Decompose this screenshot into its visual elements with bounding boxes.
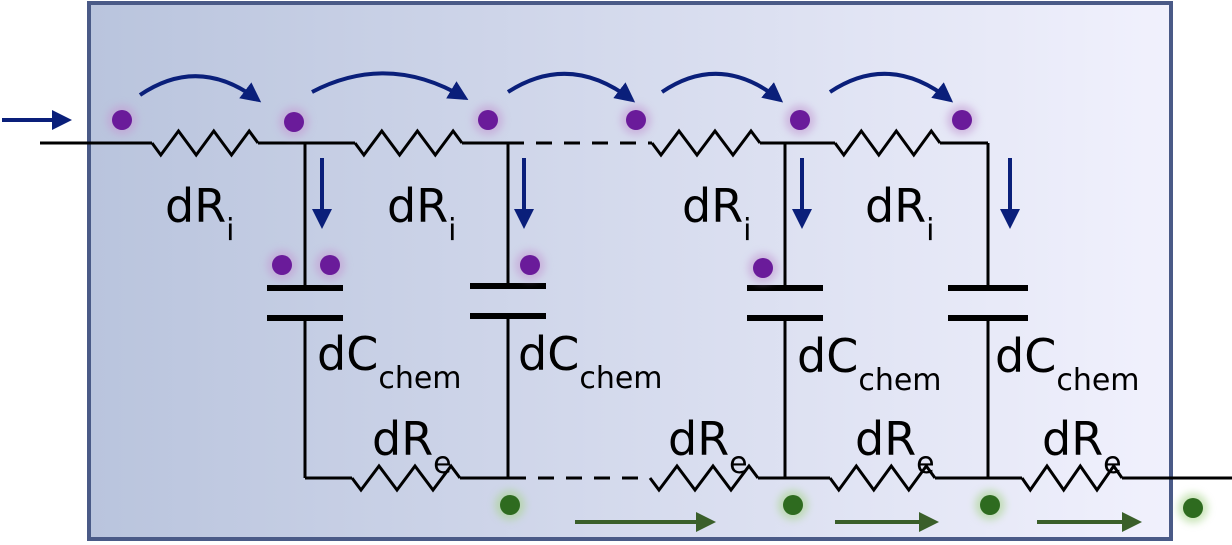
ion-dot bbox=[952, 110, 972, 130]
ionic-resistor-label-sub: i bbox=[448, 213, 456, 248]
ionic-resistor-label-main: dR bbox=[165, 179, 226, 233]
electronic-resistor-label-sub: e bbox=[916, 446, 934, 481]
ionic-resistor-4 bbox=[833, 128, 942, 158]
electronic-resistor-label-sub: e bbox=[433, 446, 451, 481]
electronic-resistor-label: dRe bbox=[372, 412, 452, 481]
ion-down-arrows bbox=[312, 158, 1020, 229]
capacitor-label-sub: chem bbox=[378, 361, 461, 396]
electronic-resistor-label-main: dR bbox=[668, 412, 729, 466]
background-panel bbox=[87, 1, 1173, 541]
ion-dot bbox=[272, 255, 292, 275]
ion-dot bbox=[520, 255, 540, 275]
electronic-resistor-1 bbox=[350, 463, 462, 493]
electronic-resistor-2 bbox=[648, 463, 760, 493]
ion-dot bbox=[112, 110, 132, 130]
capacitor-label-main: dC bbox=[317, 327, 378, 381]
ionic-resistor-label-sub: i bbox=[226, 213, 234, 248]
ion-dot bbox=[790, 110, 810, 130]
capacitor-label: dCchem bbox=[317, 327, 462, 396]
electronic-resistor-label: dRe bbox=[855, 412, 935, 481]
ion-hop-arrow bbox=[311, 71, 469, 101]
electronic-resistor-3 bbox=[828, 463, 937, 493]
ion-hop-arrows bbox=[138, 71, 954, 103]
ion-dot bbox=[320, 255, 340, 275]
ionic-resistor-3 bbox=[650, 128, 762, 158]
capacitor-label: dCchem bbox=[518, 327, 663, 396]
electronic-resistor-4 bbox=[1020, 463, 1124, 493]
ionic-resistor-label-sub: i bbox=[926, 213, 934, 248]
capacitor-label-sub: chem bbox=[858, 363, 941, 398]
electron-dot bbox=[980, 495, 1000, 515]
electronic-resistor-label-main: dR bbox=[372, 412, 433, 466]
electronic-resistor-label-main: dR bbox=[855, 412, 916, 466]
ionic-resistor-label: dRi bbox=[387, 179, 457, 248]
electron-dot bbox=[1183, 498, 1203, 518]
electronic-resistor-label-sub: e bbox=[729, 446, 747, 481]
electron-dot bbox=[783, 495, 803, 515]
particle-dots bbox=[107, 105, 1208, 523]
capacitor-label-main: dC bbox=[995, 329, 1056, 383]
ion-hop-arrow bbox=[506, 71, 636, 103]
capacitor-label: dCchem bbox=[797, 329, 942, 398]
ion-dot bbox=[626, 110, 646, 130]
ionic-resistor-label-main: dR bbox=[387, 179, 448, 233]
capacitor-label-main: dC bbox=[518, 327, 579, 381]
ion-dot bbox=[284, 112, 304, 132]
ionic-resistor-label: dRi bbox=[865, 179, 935, 248]
capacitor-label-sub: chem bbox=[579, 361, 662, 396]
ionic-resistor-label: dRi bbox=[165, 179, 235, 248]
wires-layer bbox=[40, 128, 1232, 493]
capacitor-label: dCchem bbox=[995, 329, 1140, 398]
ionic-resistor-1 bbox=[150, 128, 260, 158]
electronic-resistor-label: dRe bbox=[1042, 412, 1122, 481]
ion-hop-arrow bbox=[138, 74, 262, 103]
ionic-resistor-label-sub: i bbox=[743, 213, 751, 248]
capacitor-label-sub: chem bbox=[1056, 363, 1139, 398]
ionic-resistor-label-main: dR bbox=[865, 179, 926, 233]
ion-dot bbox=[478, 110, 498, 130]
electronic-resistor-label-main: dR bbox=[1042, 412, 1103, 466]
electron-dot bbox=[500, 495, 520, 515]
ionic-resistor-label: dRi bbox=[682, 179, 752, 248]
electronic-resistor-label-sub: e bbox=[1103, 446, 1121, 481]
capacitor-label-main: dC bbox=[797, 329, 858, 383]
electronic-resistor-label: dRe bbox=[668, 412, 748, 481]
ion-hop-arrow bbox=[660, 71, 784, 103]
ionic-resistor-label-main: dR bbox=[682, 179, 743, 233]
ionic-resistor-2 bbox=[353, 128, 464, 158]
ion-dot bbox=[753, 258, 773, 278]
ion-hop-arrow bbox=[828, 71, 954, 103]
